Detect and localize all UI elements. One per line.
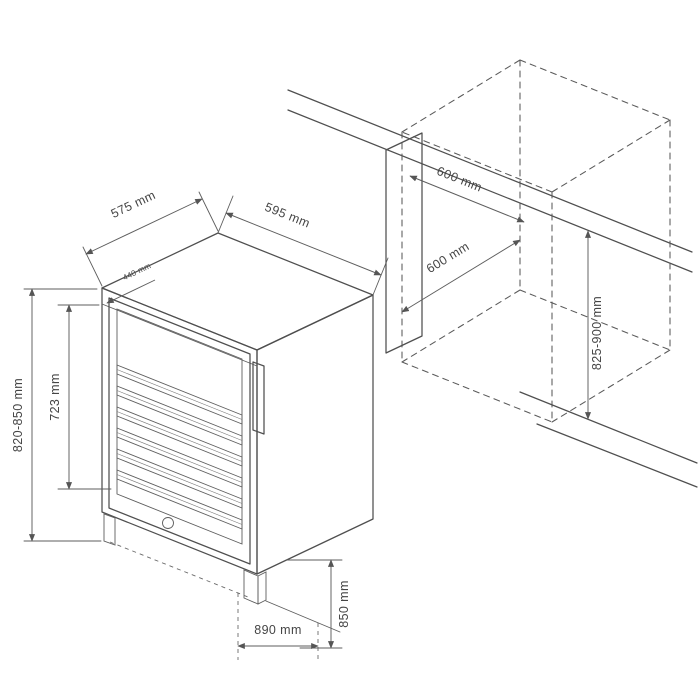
shelf-line	[116, 474, 243, 525]
extension-line	[82, 246, 103, 287]
plinth-edge	[536, 423, 698, 488]
shelf	[116, 385, 243, 446]
extension-line	[372, 257, 389, 296]
door-handle	[252, 361, 265, 435]
dim-niche-depth: 600 mm	[401, 239, 521, 313]
counter-top-edge	[287, 89, 693, 253]
foot-right-side	[257, 571, 267, 605]
shelf-line	[116, 453, 243, 504]
dimension-arrow	[401, 239, 521, 313]
door-inner-frame	[116, 308, 243, 545]
dim-niche-width-label: 600 mm	[435, 164, 484, 195]
shelf-line	[116, 411, 243, 462]
shelf	[116, 364, 243, 425]
leader-arrow	[106, 279, 156, 304]
shelf-line	[116, 369, 243, 420]
counter-bottom-edge	[287, 109, 693, 273]
floor-extension	[265, 600, 341, 633]
foot-right	[243, 569, 259, 605]
niche-left-wall	[385, 132, 423, 354]
dim-height-overall: 820-850 mm	[11, 288, 102, 542]
wine-cooler-drawing	[101, 232, 374, 660]
cooler-top-face	[101, 232, 374, 351]
dim-width-top-label: 595 mm	[263, 200, 312, 231]
counter-worktop	[287, 89, 693, 273]
niche-top-edge	[551, 119, 671, 193]
shelf	[116, 406, 243, 467]
door-outer-frame	[108, 297, 251, 565]
dim-height-plinth-label: 850 mm	[337, 580, 351, 628]
dim-niche-height: 825-900 mm	[584, 230, 604, 420]
dim-inset-label: 440 mm	[121, 261, 152, 282]
cooler-right-face	[256, 294, 374, 575]
plinth-floor-projection	[109, 541, 249, 598]
dim-depth-top: 575 mm	[82, 188, 219, 287]
wine-shelves	[116, 364, 243, 530]
cooler-top-rim	[101, 303, 258, 367]
dimension-arrow	[85, 198, 203, 255]
extension-line	[198, 191, 219, 232]
niche-top-edge	[401, 59, 521, 133]
dim-depth-floor: 890 mm	[237, 623, 319, 650]
dim-height-door: 723 mm	[48, 304, 112, 490]
dimension-arrow	[409, 175, 525, 223]
dim-width-top: 595 mm	[217, 195, 389, 296]
shelf	[116, 427, 243, 488]
dim-niche-depth-label: 600 mm	[424, 239, 472, 276]
door-lock	[162, 517, 174, 529]
shelf	[116, 469, 243, 530]
shelf	[116, 448, 243, 509]
dim-depth-floor-label: 890 mm	[254, 623, 302, 637]
dim-depth-top-label: 575 mm	[109, 188, 158, 221]
dim-height-door-label: 723 mm	[48, 373, 62, 421]
niche-top-edge	[401, 131, 553, 193]
dimension-arrow	[225, 212, 382, 276]
niche-bottom-edge	[551, 349, 671, 423]
dim-niche-height-label: 825-900 mm	[590, 296, 604, 370]
dim-niche-width: 600 mm	[409, 164, 525, 223]
dim-height-overall-label: 820-850 mm	[11, 378, 25, 452]
shelf-line	[116, 432, 243, 483]
niche-bottom-edge	[519, 289, 671, 351]
floor-edge	[519, 391, 698, 464]
shelf-line	[116, 390, 243, 441]
niche-top-edge	[519, 59, 671, 121]
niche-bottom-edge	[401, 361, 553, 423]
foot-left	[103, 513, 116, 546]
